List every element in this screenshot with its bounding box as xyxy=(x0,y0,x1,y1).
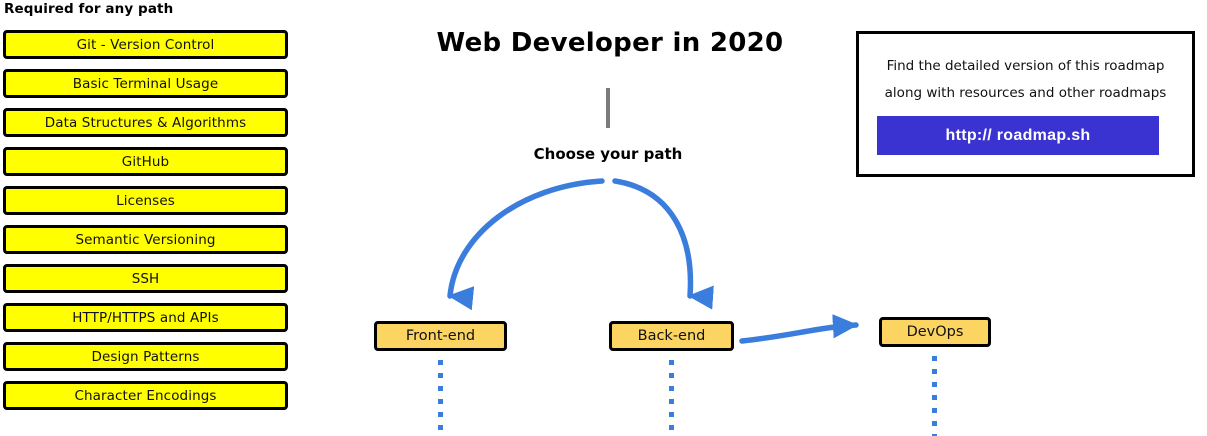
skill-item-character-encodings[interactable]: Character Encodings xyxy=(3,381,288,410)
skill-item-label: HTTP/HTTPS and APIs xyxy=(72,309,219,326)
roadmap-link-button[interactable]: http:// roadmap.sh xyxy=(877,116,1159,155)
required-skills-panel: Required for any path Git - Version Cont… xyxy=(0,0,300,436)
sidebar-heading: Required for any path xyxy=(4,1,174,17)
path-node-label: Front-end xyxy=(405,328,476,344)
info-card: Find the detailed version of this roadma… xyxy=(856,31,1195,177)
dotted-trail-back-end xyxy=(669,360,674,436)
skill-item-licenses[interactable]: Licenses xyxy=(3,186,288,215)
skill-item-label: GitHub xyxy=(121,153,170,170)
skill-item-ssh[interactable]: SSH xyxy=(3,264,288,293)
skill-item-label: Semantic Versioning xyxy=(75,231,216,248)
arrow-to-frontend xyxy=(447,178,605,311)
path-node-devops[interactable]: DevOps xyxy=(879,317,991,347)
required-skills-list: Git - Version Control Basic Terminal Usa… xyxy=(3,30,288,420)
roadmap-link-label: http:// roadmap.sh xyxy=(945,126,1091,144)
choose-path-label: Choose your path xyxy=(533,145,683,163)
skill-item-semantic-versioning[interactable]: Semantic Versioning xyxy=(3,225,288,254)
skill-item-git[interactable]: Git - Version Control xyxy=(3,30,288,59)
arrow-backend-to-devops xyxy=(739,314,859,344)
info-card-line-1: Find the detailed version of this roadma… xyxy=(886,58,1165,74)
skill-item-http-https-apis[interactable]: HTTP/HTTPS and APIs xyxy=(3,303,288,332)
dotted-trail-front-end xyxy=(438,360,443,436)
skill-item-label: Git - Version Control xyxy=(76,36,215,53)
skill-item-label: Licenses xyxy=(116,192,175,209)
skill-item-label: Design Patterns xyxy=(91,348,200,365)
skill-item-design-patterns[interactable]: Design Patterns xyxy=(3,342,288,371)
skill-item-label: Character Encodings xyxy=(74,387,217,404)
path-node-front-end[interactable]: Front-end xyxy=(374,321,507,351)
path-node-label: DevOps xyxy=(906,324,964,340)
skill-item-github[interactable]: GitHub xyxy=(3,147,288,176)
arrow-to-backend xyxy=(612,178,714,310)
page-title: Web Developer in 2020 xyxy=(436,28,784,58)
skill-item-basic-terminal-usage[interactable]: Basic Terminal Usage xyxy=(3,69,288,98)
skill-item-label: SSH xyxy=(131,270,160,287)
title-stem-line xyxy=(606,88,610,128)
info-card-line-2: along with resources and other roadmaps xyxy=(884,85,1167,101)
path-node-back-end[interactable]: Back-end xyxy=(609,321,734,351)
dotted-trail-devops xyxy=(932,356,937,436)
skill-item-label: Basic Terminal Usage xyxy=(72,75,219,92)
skill-item-data-structures-algorithms[interactable]: Data Structures & Algorithms xyxy=(3,108,288,137)
path-node-label: Back-end xyxy=(637,328,706,344)
skill-item-label: Data Structures & Algorithms xyxy=(44,114,247,131)
